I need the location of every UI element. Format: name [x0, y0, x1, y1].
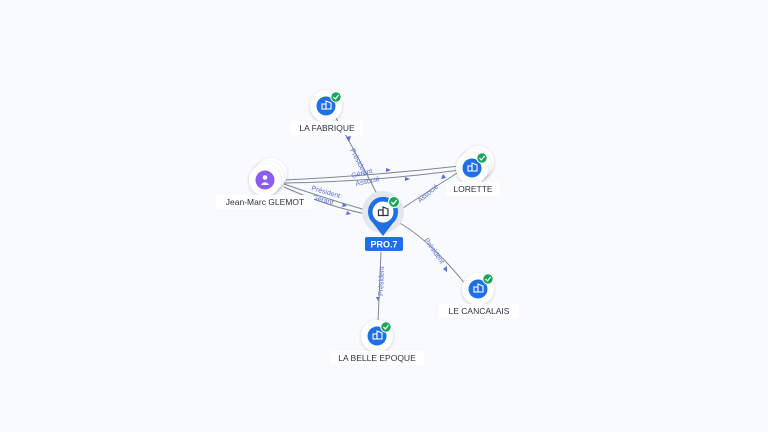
arrow-icon [376, 297, 380, 301]
check-icon [479, 155, 486, 161]
arrow-icon [346, 136, 351, 142]
node-label: LORETTE [453, 184, 493, 194]
node-la-fabrique[interactable]: LA FABRIQUE [291, 90, 363, 135]
edge-label: Président [422, 237, 445, 265]
building-icon [372, 330, 383, 340]
edge-gerant-lorette[interactable]: Gérant [283, 165, 461, 181]
arrow-icon [342, 203, 347, 207]
node-label: LA FABRIQUE [299, 123, 355, 133]
node-le-cancalais[interactable]: LE CANCALAIS [439, 273, 519, 318]
building-icon [467, 162, 478, 172]
node-la-belle-epoque[interactable]: LA BELLE EPOQUE [330, 320, 424, 365]
person-icon [260, 175, 270, 185]
building-icon [321, 100, 332, 110]
check-icon [390, 199, 398, 206]
center-label: PRO.7 [370, 240, 397, 250]
center-label-badge [365, 237, 403, 251]
check-icon [485, 276, 492, 282]
building-icon [473, 283, 484, 293]
node-label: LE CANCALAIS [449, 306, 510, 316]
arrow-icon [405, 177, 410, 181]
edge-label: Président [378, 266, 386, 296]
node-label: Jean-Marc GLEMOT [226, 197, 304, 207]
check-icon [333, 94, 340, 100]
arrow-icon [386, 168, 391, 172]
building-icon [377, 206, 389, 217]
edge-president-le-cancalais[interactable]: Président [397, 221, 467, 286]
edge-label: Associé [417, 183, 440, 204]
center-node-pro7[interactable]: PRO.7 [362, 191, 404, 251]
arrow-icon [441, 174, 446, 179]
edge-associe-lorette-2[interactable]: Associé [283, 169, 461, 188]
node-jean-marc-glemot[interactable]: Jean-Marc GLEMOT [216, 158, 314, 209]
check-icon [383, 324, 390, 330]
arrow-icon [346, 211, 351, 215]
node-lorette[interactable]: LORETTE [446, 146, 500, 196]
edge-label: Associé [355, 176, 381, 188]
node-label: LA BELLE EPOQUE [338, 353, 416, 363]
arrow-icon [443, 266, 447, 272]
edge-label: Gérant [351, 168, 374, 180]
edge-president-la-belle-epoque[interactable]: Président [376, 251, 386, 323]
